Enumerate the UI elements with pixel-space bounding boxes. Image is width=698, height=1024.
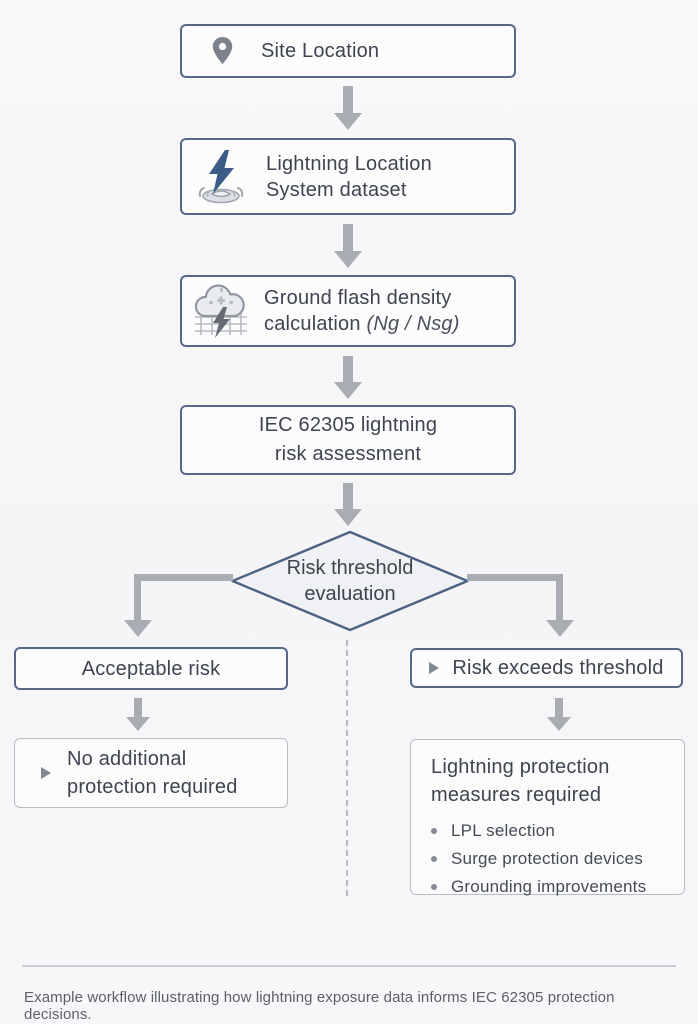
- flow-arrow-head: [547, 717, 571, 731]
- left-branch-arrow-head: [124, 620, 152, 637]
- flow-arrow-shaft: [343, 483, 353, 510]
- node-label-line2: protection required: [67, 776, 238, 798]
- flow-arrow-shaft: [555, 698, 563, 718]
- node-lls-dataset: Lightning Location System dataset: [180, 138, 516, 215]
- footer-divider: [22, 965, 676, 967]
- triangle-bullet-icon: [41, 767, 51, 779]
- node-label: Acceptable risk: [81, 657, 221, 680]
- node-label-line2: measures required: [431, 784, 602, 806]
- flow-arrow-head: [334, 113, 362, 130]
- node-label-line2: calculation: [264, 313, 361, 335]
- node-ground-flash-density: Ground flash density calculation (Ng / N…: [180, 275, 516, 347]
- node-label: Lightning Location System dataset: [266, 151, 432, 203]
- right-branch-connector-vertical: [556, 574, 563, 621]
- node-label-line2: System dataset: [266, 178, 407, 201]
- lightning-strike-icon: [192, 146, 250, 208]
- flow-arrow-head: [334, 382, 362, 399]
- measures-bullet-list: LPL selection Surge protection devices G…: [431, 817, 674, 901]
- list-item-label: Grounding improvements: [451, 877, 647, 896]
- node-label: No additional protection required: [67, 745, 238, 801]
- flow-arrow-shaft: [343, 356, 353, 383]
- flow-arrow-head: [126, 717, 150, 731]
- triangle-bullet-icon: [429, 662, 440, 674]
- bullet-dot-icon: [431, 856, 437, 862]
- node-label: Site Location: [261, 40, 380, 62]
- storm-cloud-grid-icon: [190, 280, 252, 342]
- node-label: IEC 62305 lightning risk assessment: [259, 411, 437, 469]
- figure-caption: Example workflow illustrating how lightn…: [24, 989, 615, 1023]
- left-branch-connector-vertical: [134, 574, 141, 621]
- node-label-line1: Lightning Location: [266, 152, 432, 175]
- node-label: Lightning protection measures required: [431, 753, 674, 809]
- decision-diamond: [230, 530, 470, 632]
- left-branch-connector-horizontal: [134, 574, 233, 581]
- node-label-line1: IEC 62305 lightning: [258, 414, 438, 436]
- node-site-location: Site Location: [180, 24, 516, 78]
- flow-arrow-shaft: [134, 698, 142, 718]
- node-risk-exceeds-threshold: Risk exceeds threshold: [410, 648, 683, 688]
- bullet-dot-icon: [431, 884, 437, 890]
- right-branch-arrow-head: [546, 620, 574, 637]
- list-item-label: LPL selection: [451, 821, 556, 840]
- decision-label-line2: evaluation: [304, 583, 396, 605]
- node-label: Ground flash density calculation (Ng / N…: [264, 285, 460, 337]
- node-acceptable-risk: Acceptable risk: [14, 647, 288, 690]
- node-protection-measures: Lightning protection measures required L…: [410, 739, 685, 896]
- list-item: Surge protection devices: [431, 845, 674, 873]
- right-branch-connector-horizontal: [467, 574, 563, 581]
- list-item: Grounding improvements: [431, 873, 674, 901]
- bullet-dot-icon: [431, 828, 437, 834]
- branch-divider-dashed-line: [346, 640, 348, 896]
- flow-arrow-head: [334, 251, 362, 268]
- location-pin-icon: [210, 36, 235, 66]
- node-label: Risk exceeds threshold: [452, 657, 664, 679]
- decision-label: Risk threshold evaluation: [230, 530, 470, 632]
- decision-label-line1: Risk threshold: [286, 557, 414, 579]
- flow-arrow-shaft: [343, 224, 353, 252]
- node-iec-risk-assessment: IEC 62305 lightning risk assessment: [180, 405, 516, 475]
- node-label-line1: Ground flash density: [264, 287, 452, 309]
- node-label-line1: Lightning protection: [431, 756, 610, 778]
- node-label-line1: No additional: [67, 748, 187, 770]
- node-label-math: (Ng / Nsg): [366, 313, 460, 335]
- flow-arrow-shaft: [343, 86, 353, 114]
- list-item-label: Surge protection devices: [451, 849, 643, 868]
- node-no-protection-required: No additional protection required: [14, 738, 288, 808]
- node-label-line2: risk assessment: [274, 443, 422, 465]
- flow-arrow-head: [334, 509, 362, 526]
- list-item: LPL selection: [431, 817, 674, 845]
